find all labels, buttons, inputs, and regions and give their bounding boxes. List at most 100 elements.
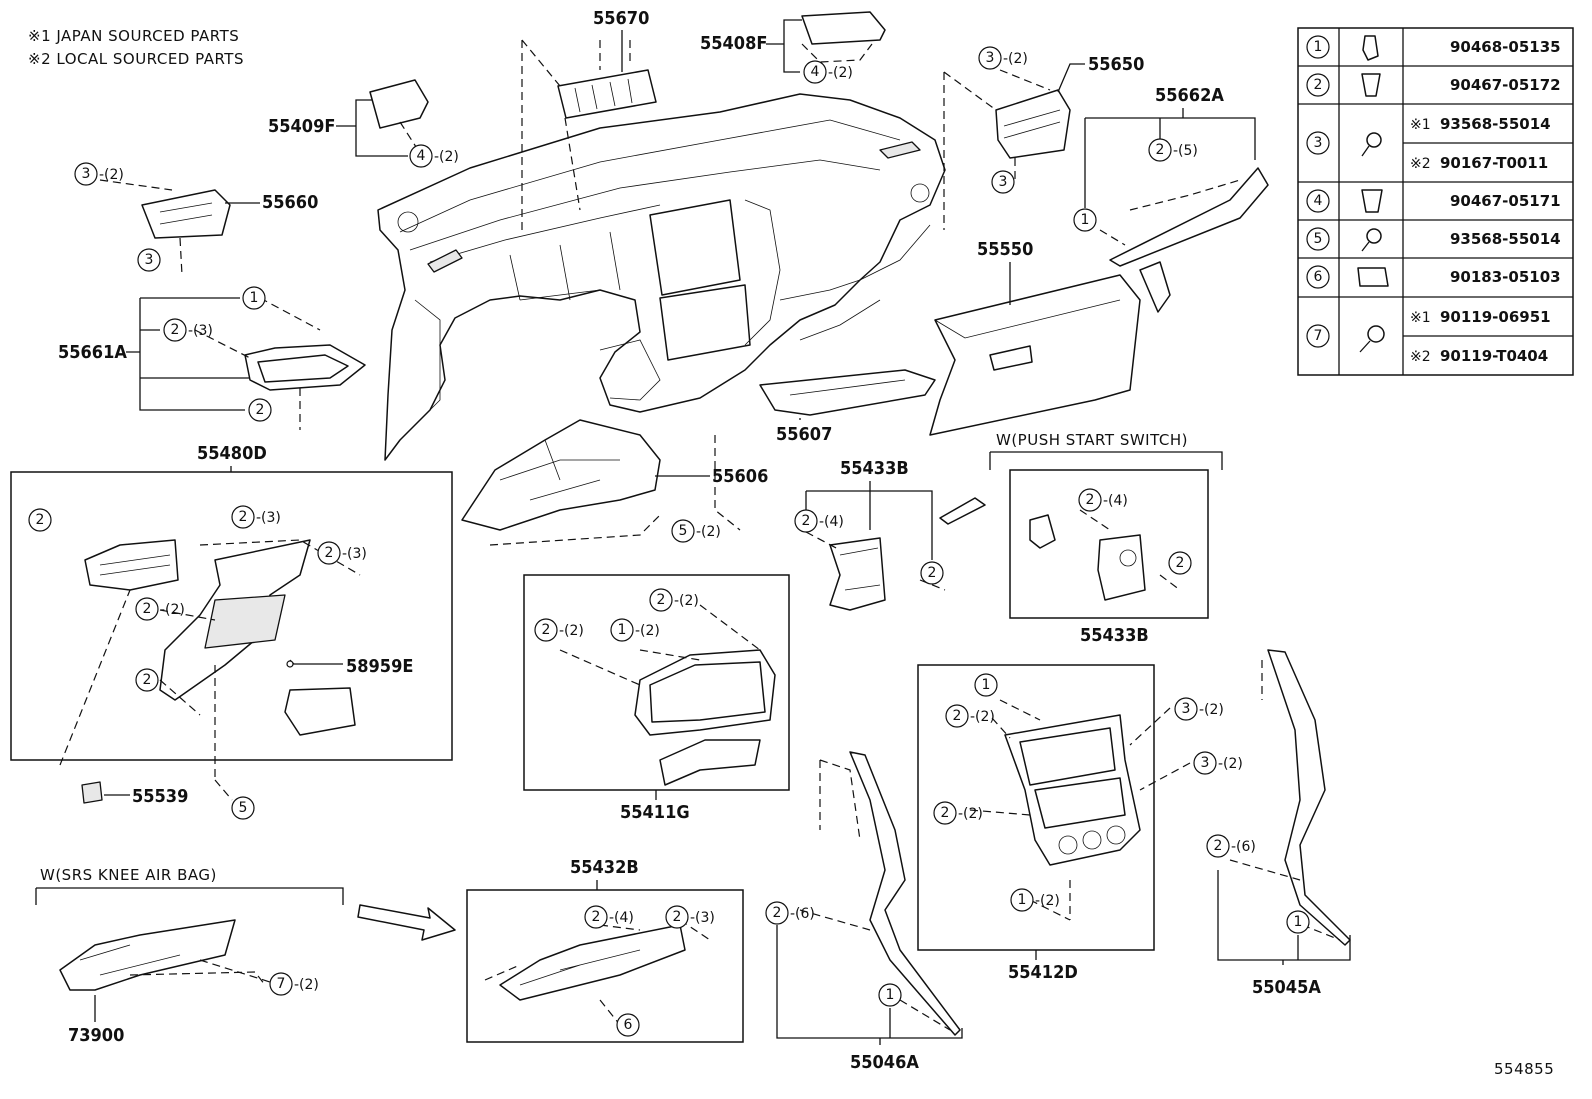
svg-text:-(2): -(2) bbox=[294, 977, 319, 993]
part-label-55411G: 55411G bbox=[620, 802, 690, 823]
svg-text:-(3): -(3) bbox=[188, 323, 213, 339]
callout-2-qty-3: 2 -(3) bbox=[163, 318, 213, 342]
svg-text:-(5): -(5) bbox=[1173, 143, 1198, 159]
callout-3: 3 bbox=[137, 248, 161, 272]
callout-7-qty-2: 7 -(2) bbox=[269, 972, 319, 996]
svg-text:2: 2 bbox=[657, 592, 666, 608]
part-55408F-drawing bbox=[801, 11, 886, 63]
fastener-legend-table: 1 90468-05135 2 90467-05172 3 ※1 93568-5… bbox=[1297, 27, 1574, 376]
svg-text:※1: ※1 bbox=[1410, 117, 1431, 133]
svg-text:-(2): -(2) bbox=[696, 524, 721, 540]
svg-text:2: 2 bbox=[953, 708, 962, 724]
svg-text:2: 2 bbox=[1214, 838, 1223, 854]
clip-icon bbox=[1361, 73, 1381, 97]
svg-text:-(3): -(3) bbox=[342, 546, 367, 562]
note-local-sourced: ※2 LOCAL SOURCED PARTS bbox=[28, 50, 244, 68]
svg-text:3: 3 bbox=[986, 50, 995, 66]
callout-2-qty-2: 2 -(2) bbox=[945, 704, 995, 728]
part-label-55432B: 55432B bbox=[570, 857, 639, 878]
callout-1: 1 bbox=[1073, 208, 1097, 232]
callout-2-qty-3: 2 -(3) bbox=[665, 905, 715, 929]
part-55606-drawing bbox=[461, 419, 661, 531]
part-label-55539: 55539 bbox=[132, 786, 188, 807]
svg-text:1: 1 bbox=[1314, 39, 1323, 55]
group-box-55432B bbox=[466, 889, 744, 1043]
svg-text:7: 7 bbox=[277, 976, 286, 992]
svg-text:-(2): -(2) bbox=[559, 623, 584, 639]
callout-1: 1 bbox=[242, 286, 266, 310]
svg-text:2: 2 bbox=[542, 622, 551, 638]
part-55412D-drawing bbox=[969, 699, 1191, 921]
svg-text:2: 2 bbox=[1086, 492, 1095, 508]
part-label-55607: 55607 bbox=[776, 424, 832, 445]
callout-5-qty-2: 5 -(2) bbox=[671, 519, 721, 543]
condition-push-start: W(PUSH START SWITCH) bbox=[996, 431, 1188, 449]
screw-icon bbox=[1366, 228, 1382, 244]
svg-text:※2: ※2 bbox=[1410, 156, 1431, 172]
part-label-55408F: 55408F bbox=[700, 33, 767, 54]
part-label-55409F: 55409F bbox=[268, 116, 335, 137]
part-55550-drawing bbox=[929, 261, 1171, 436]
svg-text:-(4): -(4) bbox=[819, 514, 844, 530]
part-55045A-drawing bbox=[1229, 649, 1351, 946]
svg-text:90167-T0011: 90167-T0011 bbox=[1440, 154, 1548, 172]
part-label-55606: 55606 bbox=[712, 466, 768, 487]
svg-text:-(3): -(3) bbox=[256, 510, 281, 526]
svg-text:2: 2 bbox=[1176, 555, 1185, 571]
svg-text:2: 2 bbox=[143, 672, 152, 688]
svg-text:4: 4 bbox=[417, 148, 426, 164]
part-label-55662A: 55662A bbox=[1155, 85, 1224, 106]
svg-text:2: 2 bbox=[673, 909, 682, 925]
part-label-55412D: 55412D bbox=[1008, 962, 1078, 983]
instrument-panel-drawing bbox=[377, 93, 946, 461]
svg-text:-(2): -(2) bbox=[1003, 51, 1028, 67]
screw-icon bbox=[1366, 132, 1382, 148]
svg-text:2: 2 bbox=[325, 545, 334, 561]
svg-text:2: 2 bbox=[773, 905, 782, 921]
nut-clip-icon bbox=[1357, 267, 1389, 287]
svg-text:90183-05103: 90183-05103 bbox=[1450, 268, 1561, 286]
svg-text:5: 5 bbox=[1314, 231, 1323, 247]
svg-text:93568-55014: 93568-55014 bbox=[1440, 115, 1551, 133]
svg-text:※2: ※2 bbox=[1410, 349, 1431, 365]
callout-1-qty-2: 1 -(2) bbox=[610, 618, 660, 642]
svg-text:93568-55014: 93568-55014 bbox=[1450, 230, 1561, 248]
svg-text:-(2): -(2) bbox=[1199, 702, 1224, 718]
svg-text:3: 3 bbox=[1314, 135, 1323, 151]
svg-text:3: 3 bbox=[1182, 701, 1191, 717]
clip-icon bbox=[1362, 35, 1379, 61]
part-55650-drawing bbox=[943, 69, 1071, 230]
callout-2: 2 bbox=[28, 508, 52, 532]
part-55539-drawing bbox=[81, 781, 103, 804]
svg-text:5: 5 bbox=[239, 800, 248, 816]
svg-text:4: 4 bbox=[1314, 193, 1323, 209]
svg-text:1: 1 bbox=[1018, 892, 1027, 908]
svg-text:90467-05172: 90467-05172 bbox=[1450, 76, 1561, 94]
callout-3-qty-2: 3 -(2) bbox=[74, 162, 124, 186]
svg-text:-(2): -(2) bbox=[970, 709, 995, 725]
svg-text:-(2): -(2) bbox=[828, 65, 853, 81]
part-55607-drawing bbox=[759, 369, 936, 416]
svg-text:1: 1 bbox=[886, 987, 895, 1003]
callout-2-qty-4: 2 -(4) bbox=[584, 905, 634, 929]
part-label-55661A: 55661A bbox=[58, 342, 127, 363]
svg-text:2: 2 bbox=[256, 402, 265, 418]
svg-text:-(2): -(2) bbox=[434, 149, 459, 165]
svg-text:2: 2 bbox=[802, 513, 811, 529]
callout-2-qty-3: 2 -(3) bbox=[231, 505, 281, 529]
svg-text:-(2): -(2) bbox=[635, 623, 660, 639]
svg-text:-(4): -(4) bbox=[609, 910, 634, 926]
svg-text:1: 1 bbox=[250, 290, 259, 306]
part-55411G-drawing bbox=[559, 604, 776, 786]
svg-text:2: 2 bbox=[941, 805, 950, 821]
part-label-55046A: 55046A bbox=[850, 1052, 919, 1073]
callout-2-qty-2: 2 -(2) bbox=[649, 588, 699, 612]
callout-3-qty-2: 3 -(2) bbox=[978, 46, 1028, 70]
callout-2-qty-6: 2 -(6) bbox=[1206, 834, 1256, 858]
svg-text:-(2): -(2) bbox=[99, 167, 124, 183]
svg-text:2: 2 bbox=[36, 512, 45, 528]
callout-2-qty-4: 2 -(4) bbox=[1078, 488, 1128, 512]
svg-text:3: 3 bbox=[145, 252, 154, 268]
svg-text:1: 1 bbox=[1294, 914, 1303, 930]
callout-2-qty-6: 2 -(6) bbox=[765, 901, 815, 925]
